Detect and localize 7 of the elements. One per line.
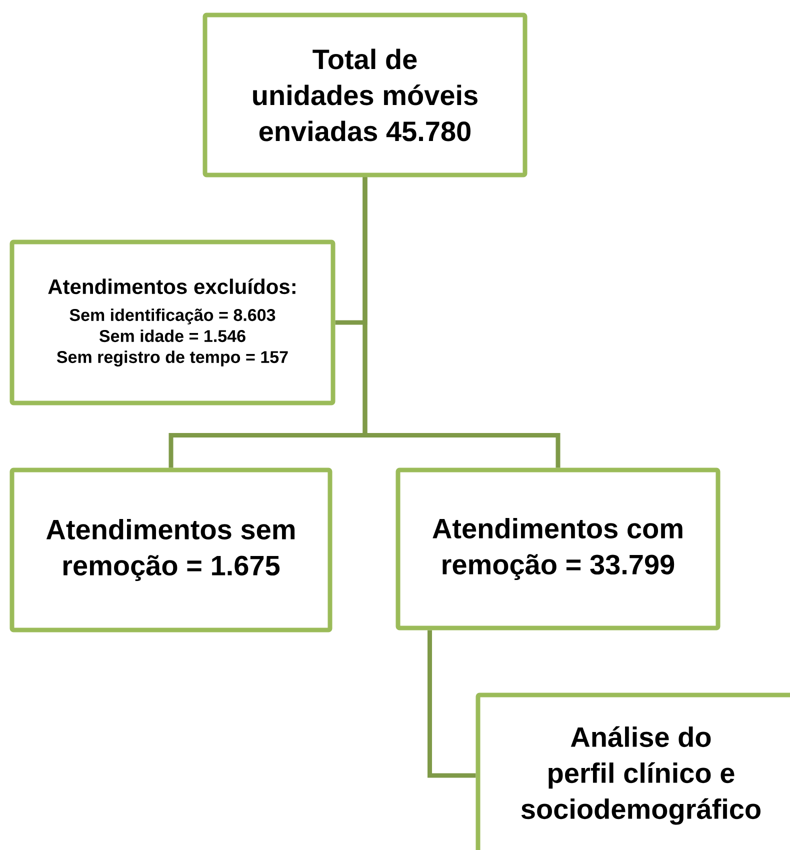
- process-box: Atendimentos com remoção = 33.799: [396, 468, 720, 630]
- process-box: Total de unidades móveis enviadas 45.780: [202, 12, 528, 178]
- process-box: Análise do perfil clínico e sociodemográfico: [476, 692, 790, 850]
- process-box: Atendimentos excluídos: Sem identificação = 8.603 Sem idade = 1.546 Sem registro de tempo = 157: [10, 240, 336, 406]
- connector-line: [362, 177, 560, 468]
- process-box: Atendimentos sem remoção = 1.675: [10, 468, 332, 632]
- connector-line: [428, 630, 476, 778]
